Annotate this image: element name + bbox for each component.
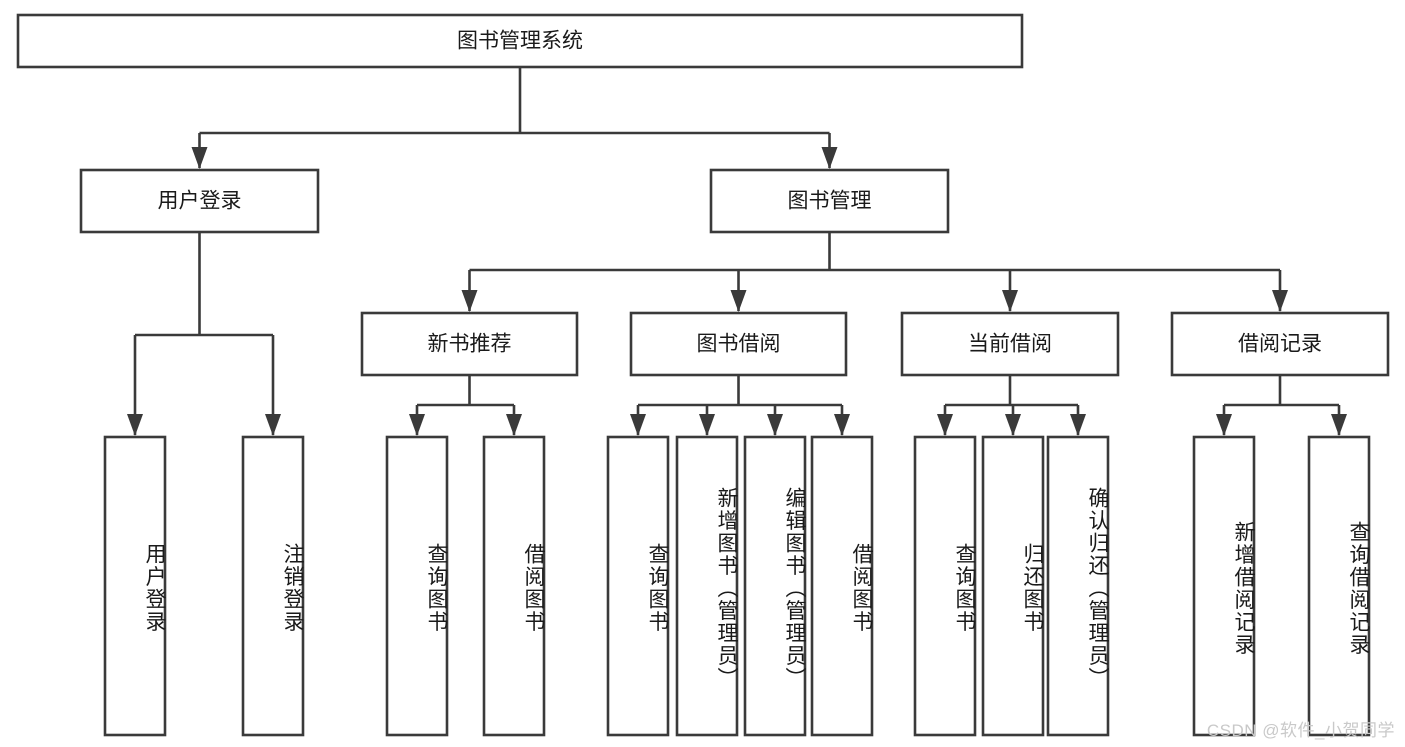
node-leaf-confirm-return[interactable] [1046,435,1110,737]
node-box-current-borrow [900,311,1120,377]
node-label-user-login: 用户登录 [158,190,242,213]
node-label-borrow-record: 借阅记录 [1238,333,1322,356]
node-box-leaf-add-record [1192,435,1256,737]
node-leaf-query-book-1[interactable] [385,435,449,737]
node-current-borrow[interactable] [900,311,1120,377]
node-leaf-add-record[interactable] [1192,435,1256,737]
arrow-down-icon-leaf-borrow-book-2 [834,414,850,436]
node-box-new-book-recommend [360,311,579,377]
node-label-book-manage: 图书管理 [788,190,872,213]
arrow-down-icon-user-login [191,147,208,169]
node-box-leaf-return-book [981,435,1045,737]
arrow-down-icon-book-manage [821,147,838,169]
arrow-down-icon-leaf-add-book [699,414,715,436]
node-box-leaf-query-book-3 [913,435,977,737]
arrow-down-icon-borrow-record [1272,290,1288,312]
node-leaf-query-book-3[interactable] [913,435,977,737]
node-leaf-user-login[interactable] [103,435,167,737]
node-label-book-borrow: 图书借阅 [697,333,781,356]
arrow-down-icon-book-borrow [730,290,747,312]
node-leaf-edit-book[interactable] [743,435,807,737]
arrow-down-icon-leaf-user-login [127,414,143,436]
arrow-down-icon-leaf-user-logout [265,414,281,436]
node-box-leaf-user-logout [241,435,305,737]
arrow-down-icon-leaf-query-book-3 [937,414,953,436]
node-box-leaf-query-book-1 [385,435,449,737]
arrow-down-icon-leaf-borrow-book-1 [506,414,522,436]
arrow-down-icon-leaf-query-record [1331,414,1347,436]
node-label-new-book-recommend: 新书推荐 [428,333,512,356]
node-box-leaf-confirm-return [1046,435,1110,737]
node-leaf-borrow-book-1[interactable] [482,435,546,737]
arrow-down-icon-leaf-add-record [1216,414,1232,436]
arrow-down-icon-leaf-return-book [1005,414,1021,436]
node-box-leaf-user-login [103,435,167,737]
node-box-user-login [79,168,320,234]
node-box-leaf-borrow-book-1 [482,435,546,737]
node-label-current-borrow: 当前借阅 [968,333,1052,356]
node-leaf-borrow-book-2[interactable] [810,435,874,737]
node-user-login[interactable] [79,168,320,234]
arrow-down-icon-leaf-confirm-return [1070,414,1086,436]
node-leaf-user-logout[interactable] [241,435,305,737]
arrow-down-icon-leaf-query-book-2 [630,414,646,436]
node-root[interactable] [16,13,1024,69]
watermark: CSDN @软件_小贺同学 [1206,721,1395,740]
node-leaf-add-book[interactable] [675,435,739,737]
node-box-leaf-query-record [1307,435,1371,737]
arrow-down-icon-leaf-edit-book [767,414,783,436]
node-leaf-query-record[interactable] [1307,435,1371,737]
node-box-leaf-edit-book [743,435,807,737]
node-box-leaf-borrow-book-2 [810,435,874,737]
arrow-down-icon-current-borrow [1002,290,1018,312]
node-leaf-return-book[interactable] [981,435,1045,737]
node-box-leaf-query-book-2 [606,435,670,737]
node-label-root: 图书管理系统 [457,30,583,53]
node-new-book-recommend[interactable] [360,311,579,377]
arrow-down-icon-new-book-recommend [461,290,478,312]
node-leaf-query-book-2[interactable] [606,435,670,737]
arrow-down-icon-leaf-query-book-1 [409,414,425,436]
node-box-root [16,13,1024,69]
node-box-leaf-add-book [675,435,739,737]
